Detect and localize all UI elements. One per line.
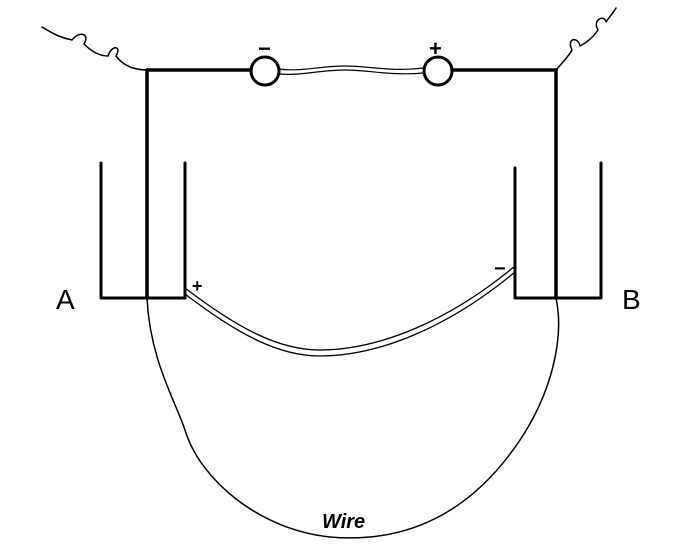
electrode-b-sign: −: [494, 258, 506, 280]
positive-terminal-icon: [422, 55, 454, 87]
container-b: [513, 161, 603, 300]
right-coiled-lead: [555, 7, 617, 71]
electrode-a-sign: +: [192, 276, 203, 296]
terminal-right-sign: +: [429, 36, 442, 61]
label-b: B: [622, 284, 641, 315]
terminal-connecting-wire: [278, 65, 425, 75]
external-wire: [146, 297, 560, 539]
bridge-tube: [184, 265, 516, 357]
left-coiled-lead: [41, 26, 148, 71]
container-a: [99, 161, 187, 300]
label-wire: Wire: [322, 511, 365, 533]
label-a: A: [56, 284, 75, 315]
negative-terminal-icon: [249, 55, 281, 87]
terminal-left-sign: −: [258, 36, 271, 61]
